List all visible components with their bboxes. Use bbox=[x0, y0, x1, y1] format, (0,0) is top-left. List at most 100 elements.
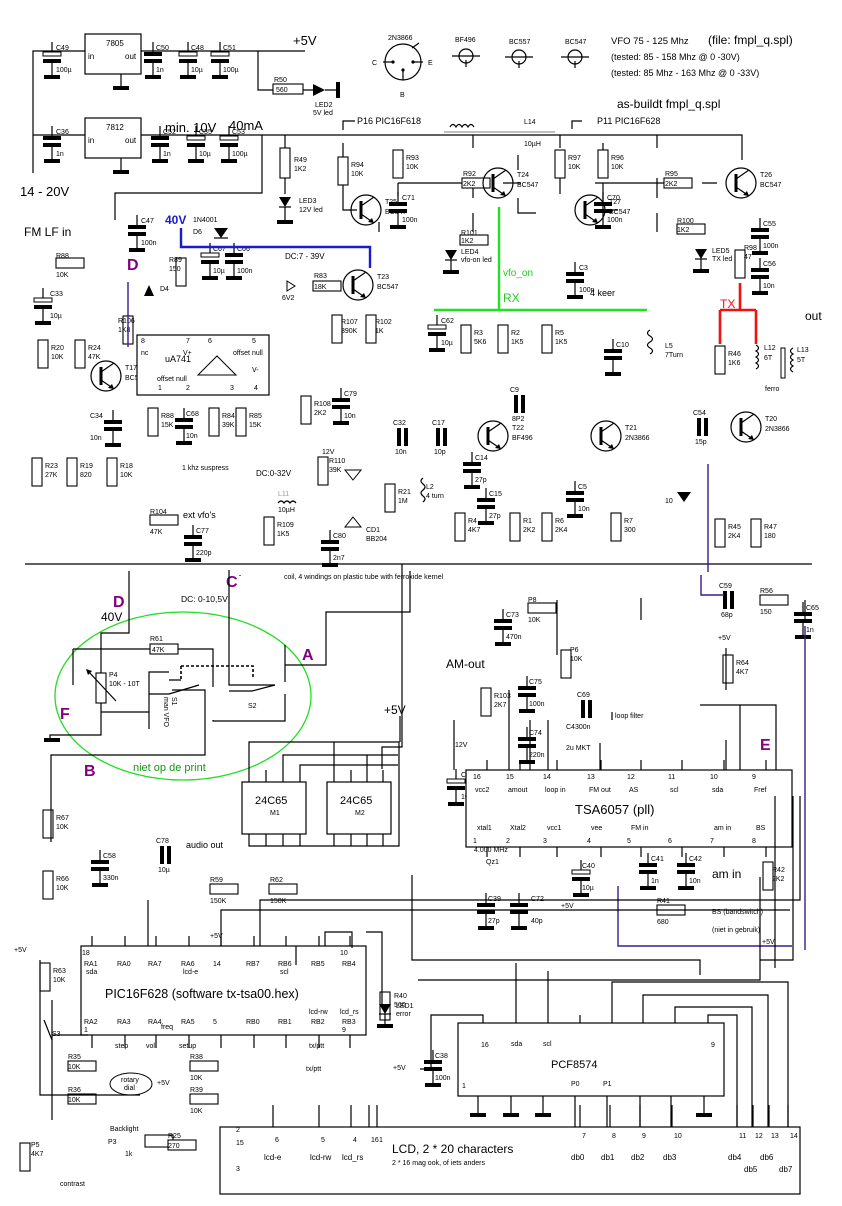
pic-pin-ra0: RA0 bbox=[117, 961, 131, 968]
vfo-range-label: VFO 75 - 125 Mhz bbox=[611, 36, 689, 47]
r108-label: R108 bbox=[314, 401, 331, 408]
pinout-bc547-name: BC547 bbox=[565, 39, 587, 46]
pic-pin-function: setup bbox=[179, 1043, 196, 1050]
p6-value: 10K bbox=[570, 656, 583, 663]
pin-label: 2 bbox=[186, 385, 190, 392]
pin-label: offset null bbox=[233, 350, 263, 357]
pic-pin-sub: lcd_rs bbox=[340, 1009, 359, 1016]
c74-label: C74 bbox=[529, 730, 542, 737]
pic-pin-rb7: RB7 bbox=[246, 961, 260, 968]
pin-label: P0 bbox=[571, 1081, 580, 1088]
ground-icon bbox=[202, 276, 218, 280]
ground-icon bbox=[567, 514, 583, 518]
c55-value: 100n bbox=[763, 243, 779, 250]
pinout-2n3866: 2N3866 C E B bbox=[372, 35, 433, 99]
r88a-value: 10K bbox=[56, 272, 69, 279]
pic-pin-ra3: RA3 bbox=[117, 1019, 131, 1026]
led-icon bbox=[279, 197, 291, 207]
resistor-icon bbox=[610, 512, 622, 542]
r61-label: R61 bbox=[150, 636, 163, 643]
ground-icon bbox=[180, 75, 196, 79]
r7-value: 300 bbox=[624, 527, 636, 534]
led1-label: LED1 bbox=[396, 1003, 414, 1010]
r95-label: R95 bbox=[665, 171, 678, 178]
c58-value: 330n bbox=[103, 875, 119, 882]
inductor-icon bbox=[754, 344, 760, 370]
r49: R49 1K2 LED3 12V led bbox=[277, 147, 323, 224]
r36-value: 10K bbox=[68, 1097, 81, 1104]
npn-transistor-icon bbox=[350, 194, 382, 226]
r3-label: R3 bbox=[474, 330, 483, 337]
pin-label: scl bbox=[543, 1041, 552, 1048]
pin-label: 7 bbox=[186, 338, 190, 345]
rotary-5v-label: +5V bbox=[157, 1080, 170, 1087]
tsa-pin-12-num: 12 bbox=[627, 774, 635, 781]
pin-label: 16 bbox=[481, 1042, 489, 1049]
r95-value: 2K2 bbox=[665, 181, 678, 188]
c52-label: C52 bbox=[163, 129, 176, 136]
ground-icon bbox=[448, 802, 464, 806]
l5-value: 7Turn bbox=[665, 352, 683, 359]
r2-label: R2 bbox=[511, 330, 520, 337]
c9-value: 8P2 bbox=[512, 416, 525, 423]
r67-value: 10K bbox=[56, 824, 69, 831]
tsa6057-label: TSA6057 (pll) bbox=[575, 802, 654, 817]
c66-label: C66 bbox=[237, 246, 250, 253]
tsa-pin-10-num: 10 bbox=[710, 774, 718, 781]
ground-icon bbox=[605, 372, 621, 376]
ground-icon bbox=[129, 248, 145, 252]
components-layer: C49100µC501nC4810µC51100µC361nC521nC3510… bbox=[14, 42, 819, 1172]
r97-label: R97 bbox=[568, 155, 581, 162]
c70-value: 100n bbox=[607, 217, 623, 224]
r104-value: 47K bbox=[150, 529, 163, 536]
regulator-7812-label: 7812 bbox=[106, 123, 124, 132]
p6-label: P6 bbox=[570, 647, 579, 654]
switch-s3-icon[interactable] bbox=[43, 1019, 53, 1041]
r21-value: 1M bbox=[398, 498, 408, 505]
pic-pin-sub: lcd-rw bbox=[309, 1009, 329, 1016]
ground-icon bbox=[425, 1083, 441, 1087]
c77-value: 220p bbox=[196, 550, 212, 557]
pin-out-label: out bbox=[125, 136, 137, 145]
c5-value: 10n bbox=[578, 506, 590, 513]
resistor-icon bbox=[235, 407, 247, 437]
regulator-7805-label: 7805 bbox=[106, 39, 124, 48]
ground-icon bbox=[185, 558, 201, 562]
c48-value: 10µ bbox=[191, 67, 203, 74]
pin-e-label: E bbox=[428, 60, 433, 67]
zener-icon bbox=[286, 280, 296, 292]
dc-0-32v-label: DC:0-32V bbox=[256, 469, 292, 478]
resistor-icon bbox=[55, 257, 85, 269]
pin-label: V+ bbox=[183, 350, 192, 357]
lcd-pin-4-num: 4 bbox=[353, 1137, 357, 1144]
r94-label: R94 bbox=[351, 162, 364, 169]
r102-label: R102 bbox=[375, 319, 392, 326]
c65-value: 1n bbox=[806, 627, 814, 634]
tsa-pin-7-name: am in bbox=[714, 825, 731, 832]
lcd-module: LCD, 2 * 20 characters 2 * 16 mag ook, o… bbox=[219, 1105, 801, 1195]
r45-label: R45 bbox=[728, 524, 741, 531]
r21-label: R21 bbox=[398, 489, 411, 496]
r7-label: R7 bbox=[624, 518, 633, 525]
c39-value: 27p bbox=[488, 918, 500, 925]
ic-pcf8574: PCF8574 16 sda scl 9 1 P0 P1 bbox=[420, 963, 789, 1130]
t26-value: BC547 bbox=[760, 182, 782, 189]
rotary-label: rotary bbox=[121, 1077, 139, 1084]
c41-value: 1n bbox=[651, 878, 659, 885]
connector-d-top-label: D bbox=[127, 257, 139, 274]
pinout-bf496: BF496 bbox=[452, 37, 480, 67]
resistor-icon bbox=[42, 809, 54, 839]
